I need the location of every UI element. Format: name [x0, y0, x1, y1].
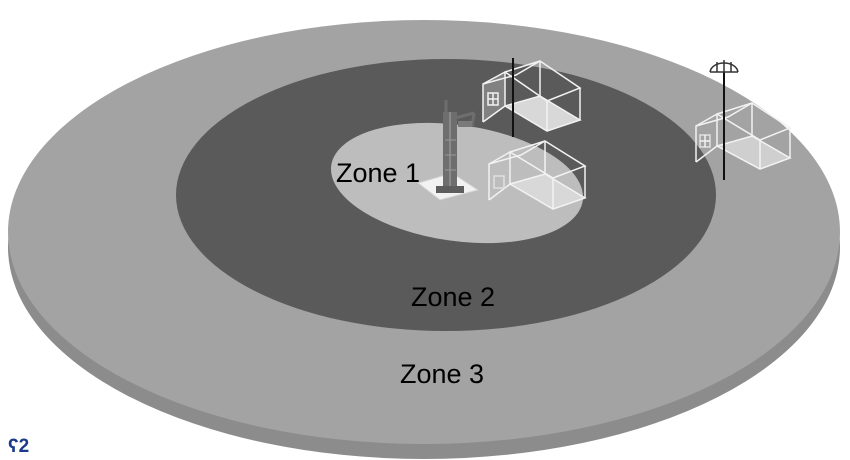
- building-icon: [482, 60, 582, 132]
- building-icon: [488, 140, 587, 210]
- zone-1-label: Zone 1: [336, 158, 420, 188]
- building-icon: [695, 102, 792, 170]
- zone-2-label: Zone 2: [411, 282, 495, 312]
- corner-mark: ʕ2: [8, 436, 29, 457]
- zone-3-label: Zone 3: [400, 359, 484, 389]
- drilling-rig-icon: [416, 100, 480, 201]
- antenna-dish-icon: [709, 60, 739, 73]
